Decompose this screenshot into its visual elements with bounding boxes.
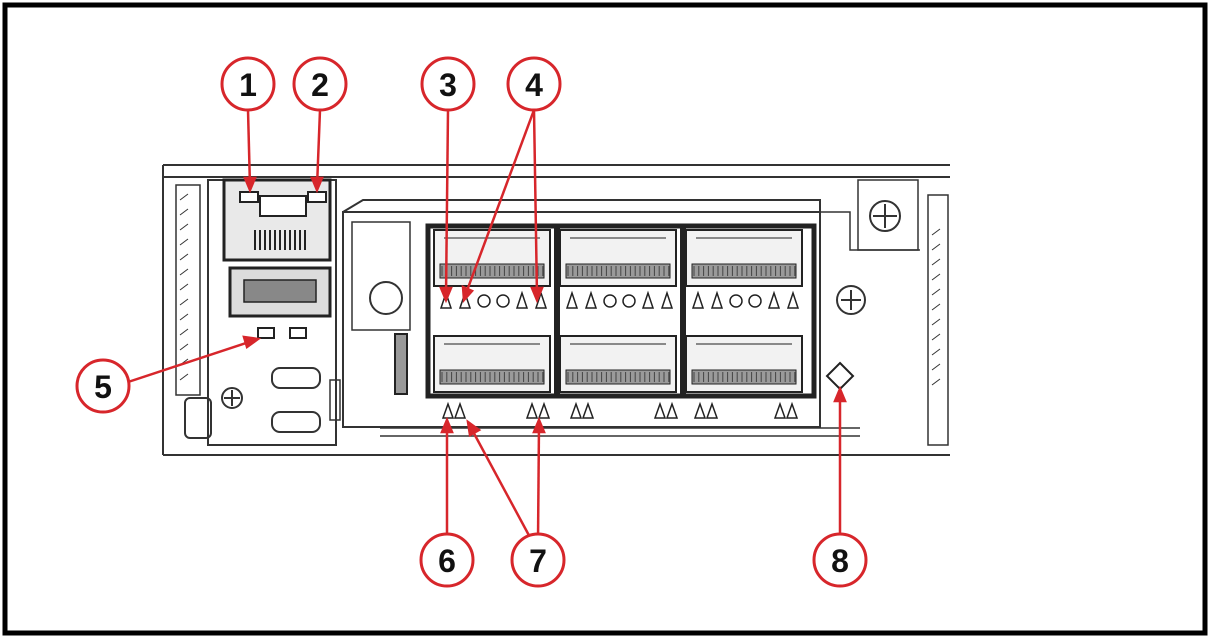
bottom-led xyxy=(705,401,719,419)
bottom-led xyxy=(653,401,667,419)
port-led xyxy=(767,290,781,309)
bottom-led xyxy=(441,401,455,419)
cage-divider xyxy=(554,226,560,396)
port-led-array xyxy=(380,290,860,437)
qsfp-port xyxy=(685,229,803,287)
qsfp-port xyxy=(559,229,677,287)
port-led xyxy=(565,290,579,309)
port-led-group xyxy=(565,290,674,309)
callout-7-label: 7 xyxy=(529,543,547,579)
pointer-4a xyxy=(463,109,536,297)
callout-3: 3 xyxy=(420,56,476,112)
port-led xyxy=(691,290,705,309)
port-led xyxy=(786,290,800,309)
callout-2: 2 xyxy=(292,56,348,112)
status-led-a xyxy=(257,327,275,339)
right-vent-slots xyxy=(931,228,941,386)
bottom-led xyxy=(569,401,583,419)
callout-5-label: 5 xyxy=(94,369,112,405)
port-led xyxy=(515,290,529,309)
console-port-a xyxy=(271,367,321,389)
port-module xyxy=(342,211,821,428)
pointer-2 xyxy=(315,109,322,188)
qsfp-port xyxy=(685,335,803,393)
bottom-led xyxy=(785,401,799,419)
cage-frame xyxy=(425,223,817,399)
callout-6: 6 xyxy=(419,532,475,588)
callout-3-label: 3 xyxy=(439,67,457,103)
callout-1: 1 xyxy=(220,56,276,112)
bottom-led xyxy=(537,401,551,419)
pointer-3 xyxy=(444,109,450,297)
bottom-led xyxy=(693,401,707,419)
left-vent-slots xyxy=(179,193,189,381)
rj45-pins xyxy=(254,230,306,250)
console-port-b xyxy=(271,411,321,433)
callout-4: 4 xyxy=(506,56,562,112)
bottom-led xyxy=(773,401,787,419)
callout-7: 7 xyxy=(510,532,566,588)
port-led xyxy=(534,290,548,309)
qsfp-cage-array xyxy=(425,223,817,399)
right-vent-strip xyxy=(927,194,949,446)
rj45-led-left xyxy=(239,191,259,203)
module-release-knob xyxy=(369,281,403,315)
port-led xyxy=(641,290,655,309)
ground-screw xyxy=(221,387,243,409)
left-vent-strip xyxy=(175,184,201,396)
port-led-group xyxy=(691,290,800,309)
pointer-7b xyxy=(536,423,541,542)
port-led-round xyxy=(622,294,636,308)
port-led-round xyxy=(496,294,510,308)
bottom-led xyxy=(665,401,679,419)
callout-badges: 1 2 3 4 5 6 7 8 xyxy=(75,56,868,588)
thumb-screw-top xyxy=(869,200,901,232)
port-led-round xyxy=(477,294,491,308)
qsfp-port xyxy=(433,229,551,287)
port-led-round xyxy=(603,294,617,308)
callout-1-label: 1 xyxy=(239,67,257,103)
qsfp-port xyxy=(559,335,677,393)
status-led-b xyxy=(289,327,307,339)
pointer-7a xyxy=(468,425,534,542)
pointer-1 xyxy=(246,109,252,188)
bottom-led xyxy=(581,401,595,419)
cage-divider xyxy=(680,226,686,396)
port-led-group xyxy=(439,290,548,309)
callout-2-label: 2 xyxy=(311,67,329,103)
callout-8-label: 8 xyxy=(831,543,849,579)
callout-pointers xyxy=(127,109,847,545)
rj45-led-right xyxy=(307,191,327,203)
callout-8: 8 xyxy=(812,532,868,588)
thumb-screw-bottom xyxy=(836,285,866,315)
bottom-led xyxy=(525,401,539,419)
port-led xyxy=(660,290,674,309)
port-led-round xyxy=(748,294,762,308)
callout-6-label: 6 xyxy=(438,543,456,579)
chassis-outline xyxy=(162,164,950,456)
callout-4-label: 4 xyxy=(525,67,543,103)
pointer-5 xyxy=(127,338,256,384)
pointer-4b xyxy=(532,109,539,297)
callout-5: 5 xyxy=(75,358,131,414)
port-led xyxy=(584,290,598,309)
left-latch xyxy=(184,397,212,439)
port-led-round xyxy=(729,294,743,308)
port-led xyxy=(710,290,724,309)
qsfp-port xyxy=(433,335,551,393)
bottom-led xyxy=(453,401,467,419)
device-faceplate xyxy=(162,164,950,456)
